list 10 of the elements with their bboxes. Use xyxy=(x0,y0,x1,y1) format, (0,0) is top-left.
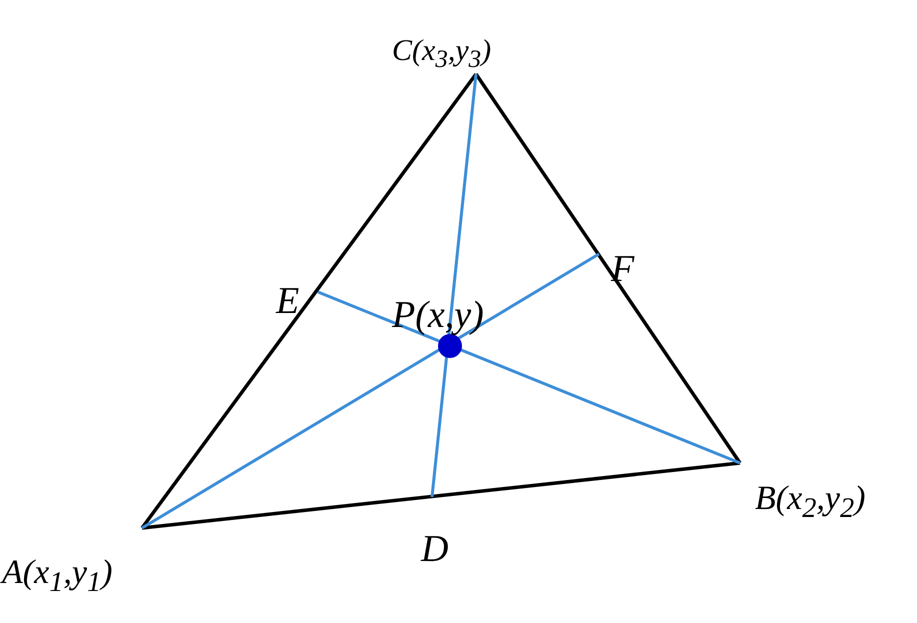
triangle-side xyxy=(140,72,478,530)
triangle-side xyxy=(142,461,740,530)
point-label: D xyxy=(421,530,448,568)
vertex-label: C(x$_{3}$,y$_{3}$) xyxy=(392,36,492,72)
vertex-label: A(x$_{1}$,y$_{1}$) xyxy=(2,556,112,598)
vertex-label: B(x$_{2}$,y$_{2}$) xyxy=(755,482,866,524)
point-label: E xyxy=(276,282,300,320)
median-line xyxy=(317,290,741,464)
median-line xyxy=(141,252,600,530)
triangle-side xyxy=(474,73,742,464)
